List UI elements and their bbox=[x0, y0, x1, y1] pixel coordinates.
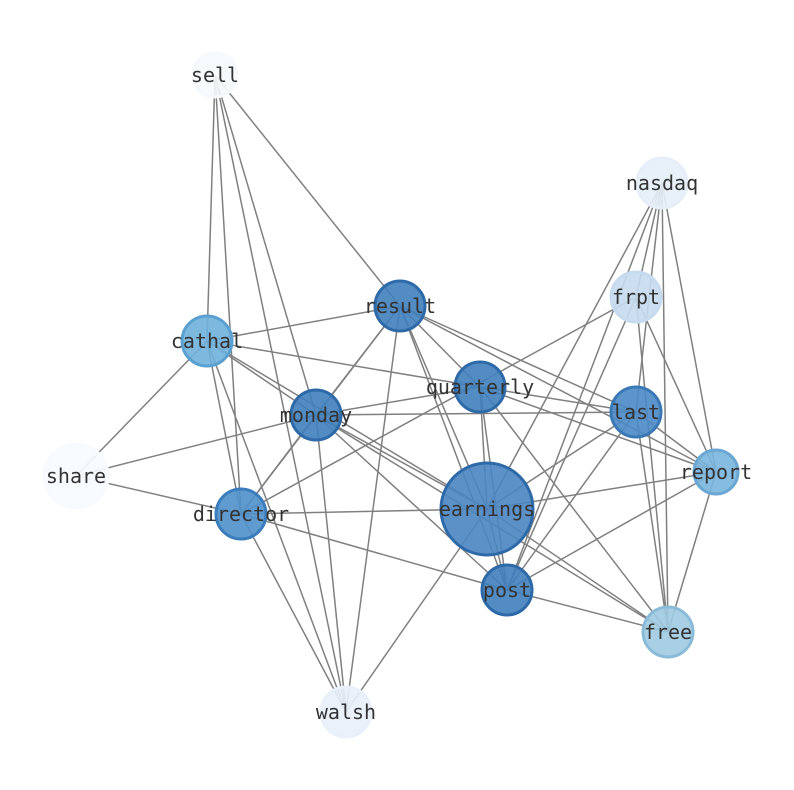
edge-nasdaq-report bbox=[661, 182, 717, 473]
edge-report-post bbox=[506, 471, 717, 591]
edge-quarterly-free bbox=[479, 386, 669, 633]
node-label-cathal: cathal bbox=[171, 329, 243, 353]
edge-director-walsh bbox=[240, 513, 347, 713]
node-nasdaq: nasdaq bbox=[626, 156, 698, 210]
edge-last-monday bbox=[315, 411, 637, 416]
node-label-monday: monday bbox=[280, 403, 352, 427]
node-label-frpt: frpt bbox=[612, 285, 660, 309]
node-walsh: walsh bbox=[316, 685, 376, 739]
node-label-post: post bbox=[483, 578, 531, 602]
node-circle-director bbox=[214, 487, 268, 541]
node-label-result: result bbox=[364, 294, 436, 318]
edge-nasdaq-earnings bbox=[486, 182, 663, 510]
node-label-quarterly: quarterly bbox=[426, 375, 534, 399]
edge-monday-share bbox=[75, 414, 317, 477]
edge-cathal-quarterly bbox=[206, 340, 481, 388]
edge-quarterly-report bbox=[479, 386, 717, 473]
node-free: free bbox=[641, 605, 695, 659]
edge-result-walsh bbox=[345, 305, 401, 713]
edge-monday-post bbox=[315, 414, 508, 591]
edge-sell-result bbox=[214, 74, 401, 307]
node-label-earnings: earnings bbox=[439, 497, 535, 521]
edge-report-free bbox=[667, 471, 717, 633]
node-monday: monday bbox=[280, 388, 352, 442]
node-circle-quarterly bbox=[453, 360, 507, 414]
node-circle-post bbox=[480, 563, 534, 617]
node-frpt: frpt bbox=[609, 270, 663, 324]
edge-result-last bbox=[399, 305, 637, 413]
node-circle-share bbox=[42, 442, 110, 510]
edge-sell-director bbox=[214, 74, 242, 515]
node-director: director bbox=[193, 487, 289, 541]
edge-sell-monday bbox=[214, 74, 317, 416]
edge-frpt-post bbox=[506, 296, 637, 591]
node-circle-result bbox=[373, 279, 427, 333]
node-quarterly: quarterly bbox=[426, 360, 534, 414]
edge-result-cathal bbox=[206, 305, 401, 342]
node-circle-report bbox=[692, 448, 740, 496]
node-circle-sell bbox=[191, 51, 239, 99]
node-label-last: last bbox=[612, 400, 660, 424]
edge-cathal-walsh bbox=[206, 340, 347, 713]
node-circle-nasdaq bbox=[635, 156, 689, 210]
node-circle-earnings bbox=[439, 461, 535, 557]
node-label-free: free bbox=[644, 620, 692, 644]
node-circle-walsh bbox=[319, 685, 373, 739]
node-label-walsh: walsh bbox=[316, 700, 376, 724]
edge-nasdaq-post bbox=[506, 182, 663, 591]
node-last: last bbox=[609, 385, 663, 439]
node-share: share bbox=[42, 442, 110, 510]
node-circle-frpt bbox=[609, 270, 663, 324]
node-layer: sell nasdaq frpt result cathal quarterly last m… bbox=[42, 51, 752, 739]
edge-cathal-director bbox=[206, 340, 242, 515]
edge-result-report bbox=[399, 305, 717, 473]
edge-frpt-free bbox=[635, 296, 669, 633]
edge-last-post bbox=[506, 411, 637, 591]
node-earnings: earnings bbox=[439, 461, 535, 557]
node-label-report: report bbox=[680, 460, 752, 484]
node-label-share: share bbox=[46, 464, 106, 488]
edge-post-free bbox=[506, 589, 669, 633]
node-label-sell: sell bbox=[191, 63, 239, 87]
node-circle-free bbox=[641, 605, 695, 659]
edge-sell-walsh bbox=[214, 74, 347, 713]
edge-sell-cathal bbox=[206, 74, 216, 342]
node-circle-last bbox=[609, 385, 663, 439]
node-report: report bbox=[680, 448, 752, 496]
edge-frpt-director bbox=[240, 296, 637, 515]
edge-cathal-earnings bbox=[206, 340, 488, 510]
edge-quarterly-monday bbox=[315, 386, 481, 416]
node-sell: sell bbox=[191, 51, 239, 99]
node-post: post bbox=[480, 563, 534, 617]
edge-director-post bbox=[240, 513, 508, 591]
edge-nasdaq-free bbox=[661, 182, 669, 633]
node-cathal: cathal bbox=[171, 314, 243, 368]
node-label-director: director bbox=[193, 502, 289, 526]
edge-last-free bbox=[635, 411, 669, 633]
node-result: result bbox=[364, 279, 436, 333]
node-circle-cathal bbox=[180, 314, 234, 368]
node-label-nasdaq: nasdaq bbox=[626, 171, 698, 195]
edge-monday-walsh bbox=[315, 414, 347, 713]
edge-frpt-report bbox=[635, 296, 717, 473]
node-circle-monday bbox=[289, 388, 343, 442]
